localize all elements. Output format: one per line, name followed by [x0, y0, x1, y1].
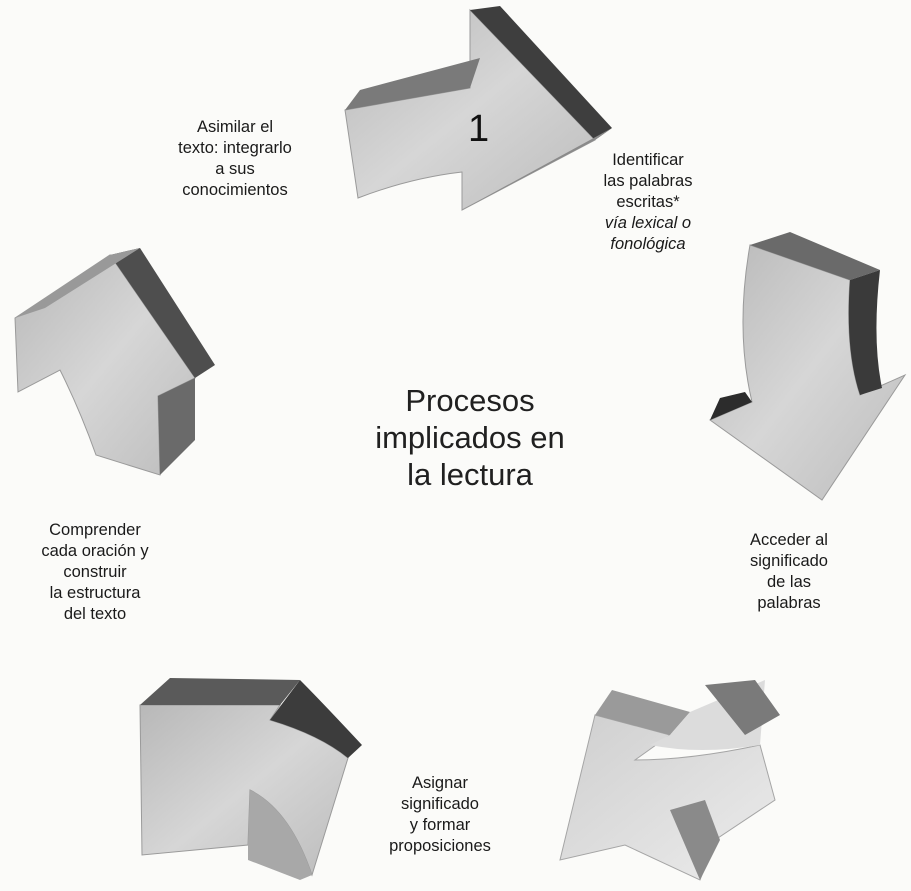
step-identify-line: escritas* [616, 193, 680, 211]
step-comprehend-line: del texto [63, 605, 127, 623]
step-access-line: de las [766, 573, 812, 591]
step-identify-italic-line: fonológica [610, 235, 686, 253]
step-access-label: Acceder al significado de las palabras [714, 530, 864, 614]
step-number-1: 1 [468, 108, 490, 150]
step-assimilate-line: conocimientos [182, 181, 288, 199]
arrow-4-bottom-left [139, 678, 362, 880]
step-identify-italic-line: vía lexical o [604, 214, 692, 232]
title-line-2: implicados en [375, 420, 565, 455]
step-identify-line: las palabras [603, 172, 693, 190]
arrow-1-top [344, 6, 612, 211]
step-assimilate-line: texto: integrarlo [178, 139, 292, 157]
title-line-1: Procesos [405, 383, 535, 418]
step-assimilate-line: Asimilar el [196, 118, 274, 136]
arrow-5-left [14, 248, 215, 476]
step-comprehend-line: la estructura [49, 584, 141, 602]
step-assign-label: Asignar significado y formar proposicion… [365, 773, 515, 857]
step-access-line: significado [750, 552, 828, 570]
arrow-3-bottom-right [559, 680, 780, 881]
step-access-line: palabras [757, 594, 821, 612]
title-line-3: la lectura [407, 457, 533, 492]
step-identify-line: Identificar [612, 151, 684, 169]
diagram-title: Procesos implicados en la lectura [340, 382, 600, 493]
arrow-2-right [708, 232, 907, 501]
step-assimilate-line: a sus [215, 160, 255, 178]
step-assign-line: significado [401, 795, 479, 813]
step-access-line: Acceder al [750, 531, 828, 549]
step-comprehend-label: Comprender cada oración y construir la e… [15, 520, 175, 625]
step-comprehend-line: construir [63, 563, 127, 581]
step-assign-line: proposiciones [389, 837, 491, 855]
step-assign-line: Asignar [412, 774, 468, 792]
step-comprehend-line: cada oración y [41, 542, 149, 560]
step-identify-label: Identificar las palabras escritas* vía l… [568, 150, 728, 255]
step-assign-line: y formar [409, 816, 471, 834]
step-assimilate-label: Asimilar el texto: integrarlo a sus cono… [150, 117, 320, 201]
step-comprehend-line: Comprender [49, 521, 141, 539]
